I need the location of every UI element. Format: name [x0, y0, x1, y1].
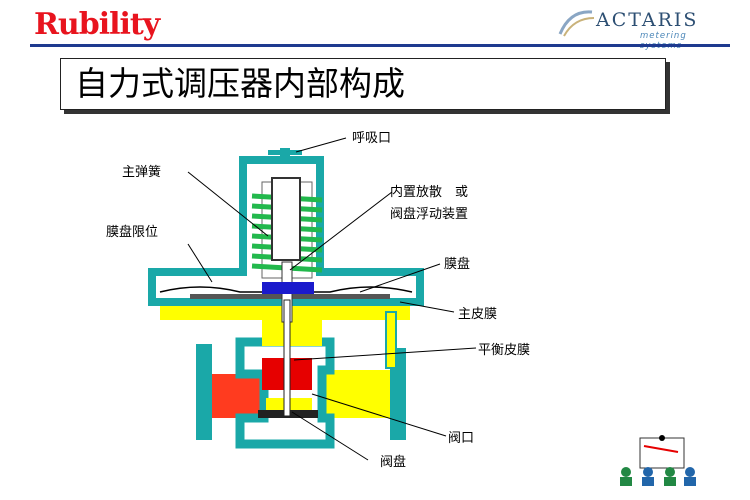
label-breather: 呼吸口 — [352, 131, 391, 146]
label-diaphragm-plate: 膜盘 — [444, 256, 470, 272]
label-internal-relief-2: 阀盘浮动装置 — [390, 206, 468, 222]
presenter-clipart-icon — [620, 435, 696, 486]
header-rule — [30, 44, 730, 47]
pipe-flanges — [196, 344, 406, 440]
label-diaphragm-stop: 膜盘限位 — [106, 224, 158, 240]
label-balance-diaphragm: 平衡皮膜 — [478, 343, 530, 358]
label-main-spring: 主弹簧 — [122, 164, 161, 180]
label-valve-port: 阀口 — [448, 431, 474, 446]
rubility-logo: Rubility — [34, 7, 160, 42]
actaris-swoosh-icon — [558, 10, 595, 37]
label-main-diaphragm: 主皮膜 — [458, 307, 497, 322]
page-title: 自力式调压器内部构成 — [75, 64, 405, 103]
label-valve-disc: 阀盘 — [380, 454, 406, 470]
main-spring-coils — [251, 177, 323, 323]
label-internal-relief-1: 内置放散 或 — [390, 184, 468, 200]
outlet-chamber — [322, 370, 390, 418]
diaphragm-plate-blue — [262, 282, 314, 294]
leader-lines — [187, 137, 477, 461]
valve-stem — [283, 299, 291, 417]
actaris-brand-text: ACTARIS — [596, 9, 699, 31]
inlet-chamber — [212, 374, 264, 418]
title-box: 自力式调压器内部构成 — [60, 58, 666, 110]
impulse-tube — [385, 311, 397, 369]
